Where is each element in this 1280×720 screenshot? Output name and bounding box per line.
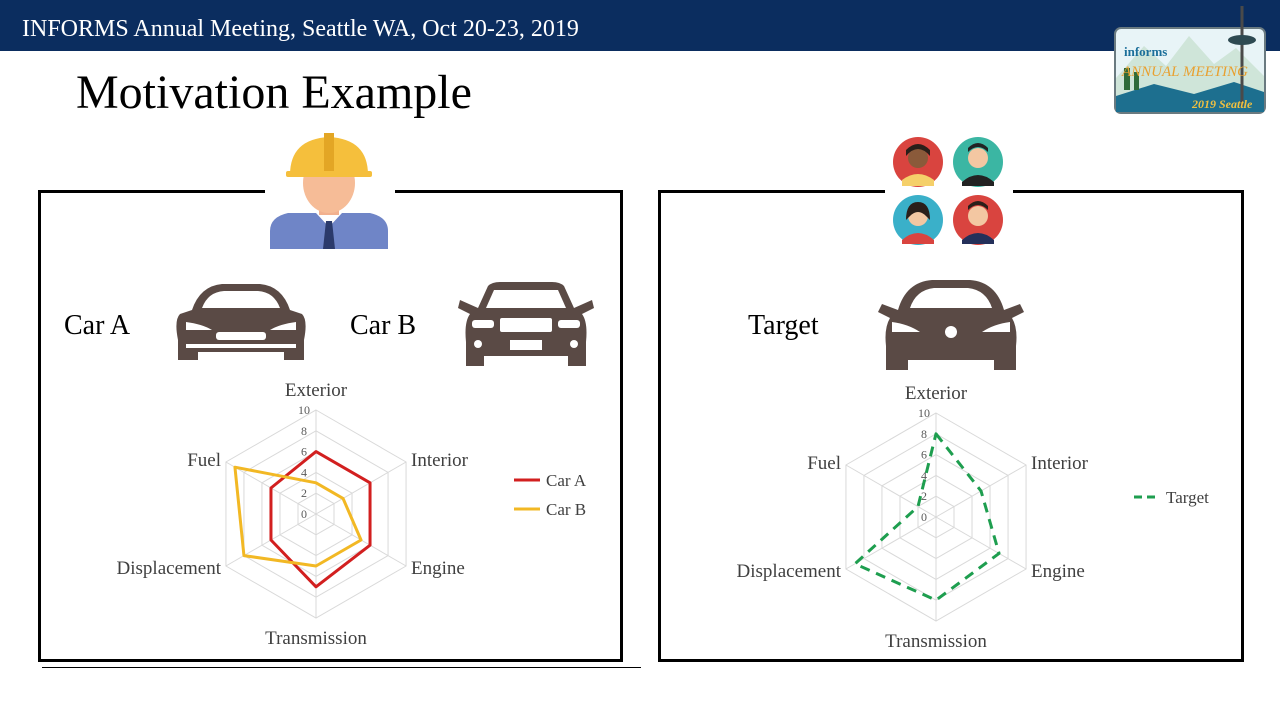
- tick-label: 8: [921, 427, 927, 441]
- axis-label-interior: Interior: [411, 450, 469, 471]
- axis-label-exterior: Exterior: [285, 380, 348, 401]
- header-banner: INFORMS Annual Meeting, Seattle WA, Oct …: [0, 0, 1280, 51]
- logo-line2: 2019 Seattle: [1191, 97, 1253, 111]
- tick-label: 2: [921, 489, 927, 503]
- series-car-b: [233, 465, 363, 568]
- customers-icon: [893, 137, 1003, 245]
- engineer-icon: [270, 133, 388, 249]
- target-label: Target: [748, 310, 819, 341]
- tick-label: 8: [301, 424, 307, 438]
- axis-label-displacement: Displacement: [737, 561, 842, 582]
- axis-label-exterior: Exterior: [905, 383, 968, 404]
- page-title: Motivation Example: [76, 66, 472, 119]
- grid-spoke: [315, 461, 407, 515]
- conference-logo: informs ANNUAL MEETING 2019 Seattle: [1114, 6, 1266, 114]
- legend-label-target: Target: [1166, 488, 1209, 507]
- tick-label: 2: [301, 486, 307, 500]
- tick-label: 6: [921, 448, 927, 462]
- axis-label-fuel: Fuel: [807, 453, 841, 474]
- suv-front-icon: [458, 282, 594, 366]
- radar-grid: [845, 412, 1027, 622]
- axis-label-transmission: Transmission: [265, 628, 367, 649]
- tick-label: 0: [301, 507, 307, 521]
- car-b-label: Car B: [350, 310, 417, 341]
- grid-spoke: [845, 464, 937, 518]
- tick-label: 6: [301, 445, 307, 459]
- banner-text: INFORMS Annual Meeting, Seattle WA, Oct …: [22, 16, 579, 42]
- divider: [42, 667, 641, 668]
- radar-chart-comparison: 0 2 4 6 8 10 ExteriorInteriorEngineTransmissio…: [117, 380, 587, 649]
- axis-label-engine: Engine: [1031, 561, 1085, 582]
- grid-spoke: [935, 516, 1027, 570]
- logo-line1: ANNUAL MEETING: [1121, 64, 1248, 80]
- tick-label: 0: [921, 510, 927, 524]
- car-front-icon: [176, 284, 306, 360]
- logo-brand: informs: [1124, 44, 1167, 59]
- axis-label-engine: Engine: [411, 558, 465, 579]
- target-car-icon: [878, 280, 1024, 370]
- series-target: [853, 432, 1001, 602]
- tick-label: 4: [921, 468, 927, 482]
- axis-label-displacement: Displacement: [117, 558, 222, 579]
- tick-label: 4: [301, 465, 307, 479]
- axis-label-transmission: Transmission: [885, 631, 987, 652]
- legend-label-car-b: Car B: [546, 500, 586, 519]
- legend-label-car-a: Car A: [546, 471, 587, 490]
- tick-label: 10: [918, 406, 930, 420]
- tick-label: 10: [298, 403, 310, 417]
- axis-label-interior: Interior: [1031, 453, 1089, 474]
- radar-chart-target: 0 2 4 6 8 10 ExteriorInteriorEngineTransmissio…: [737, 383, 1210, 652]
- series-car-a: [269, 450, 372, 589]
- car-a-label: Car A: [64, 310, 131, 341]
- axis-label-fuel: Fuel: [187, 450, 221, 471]
